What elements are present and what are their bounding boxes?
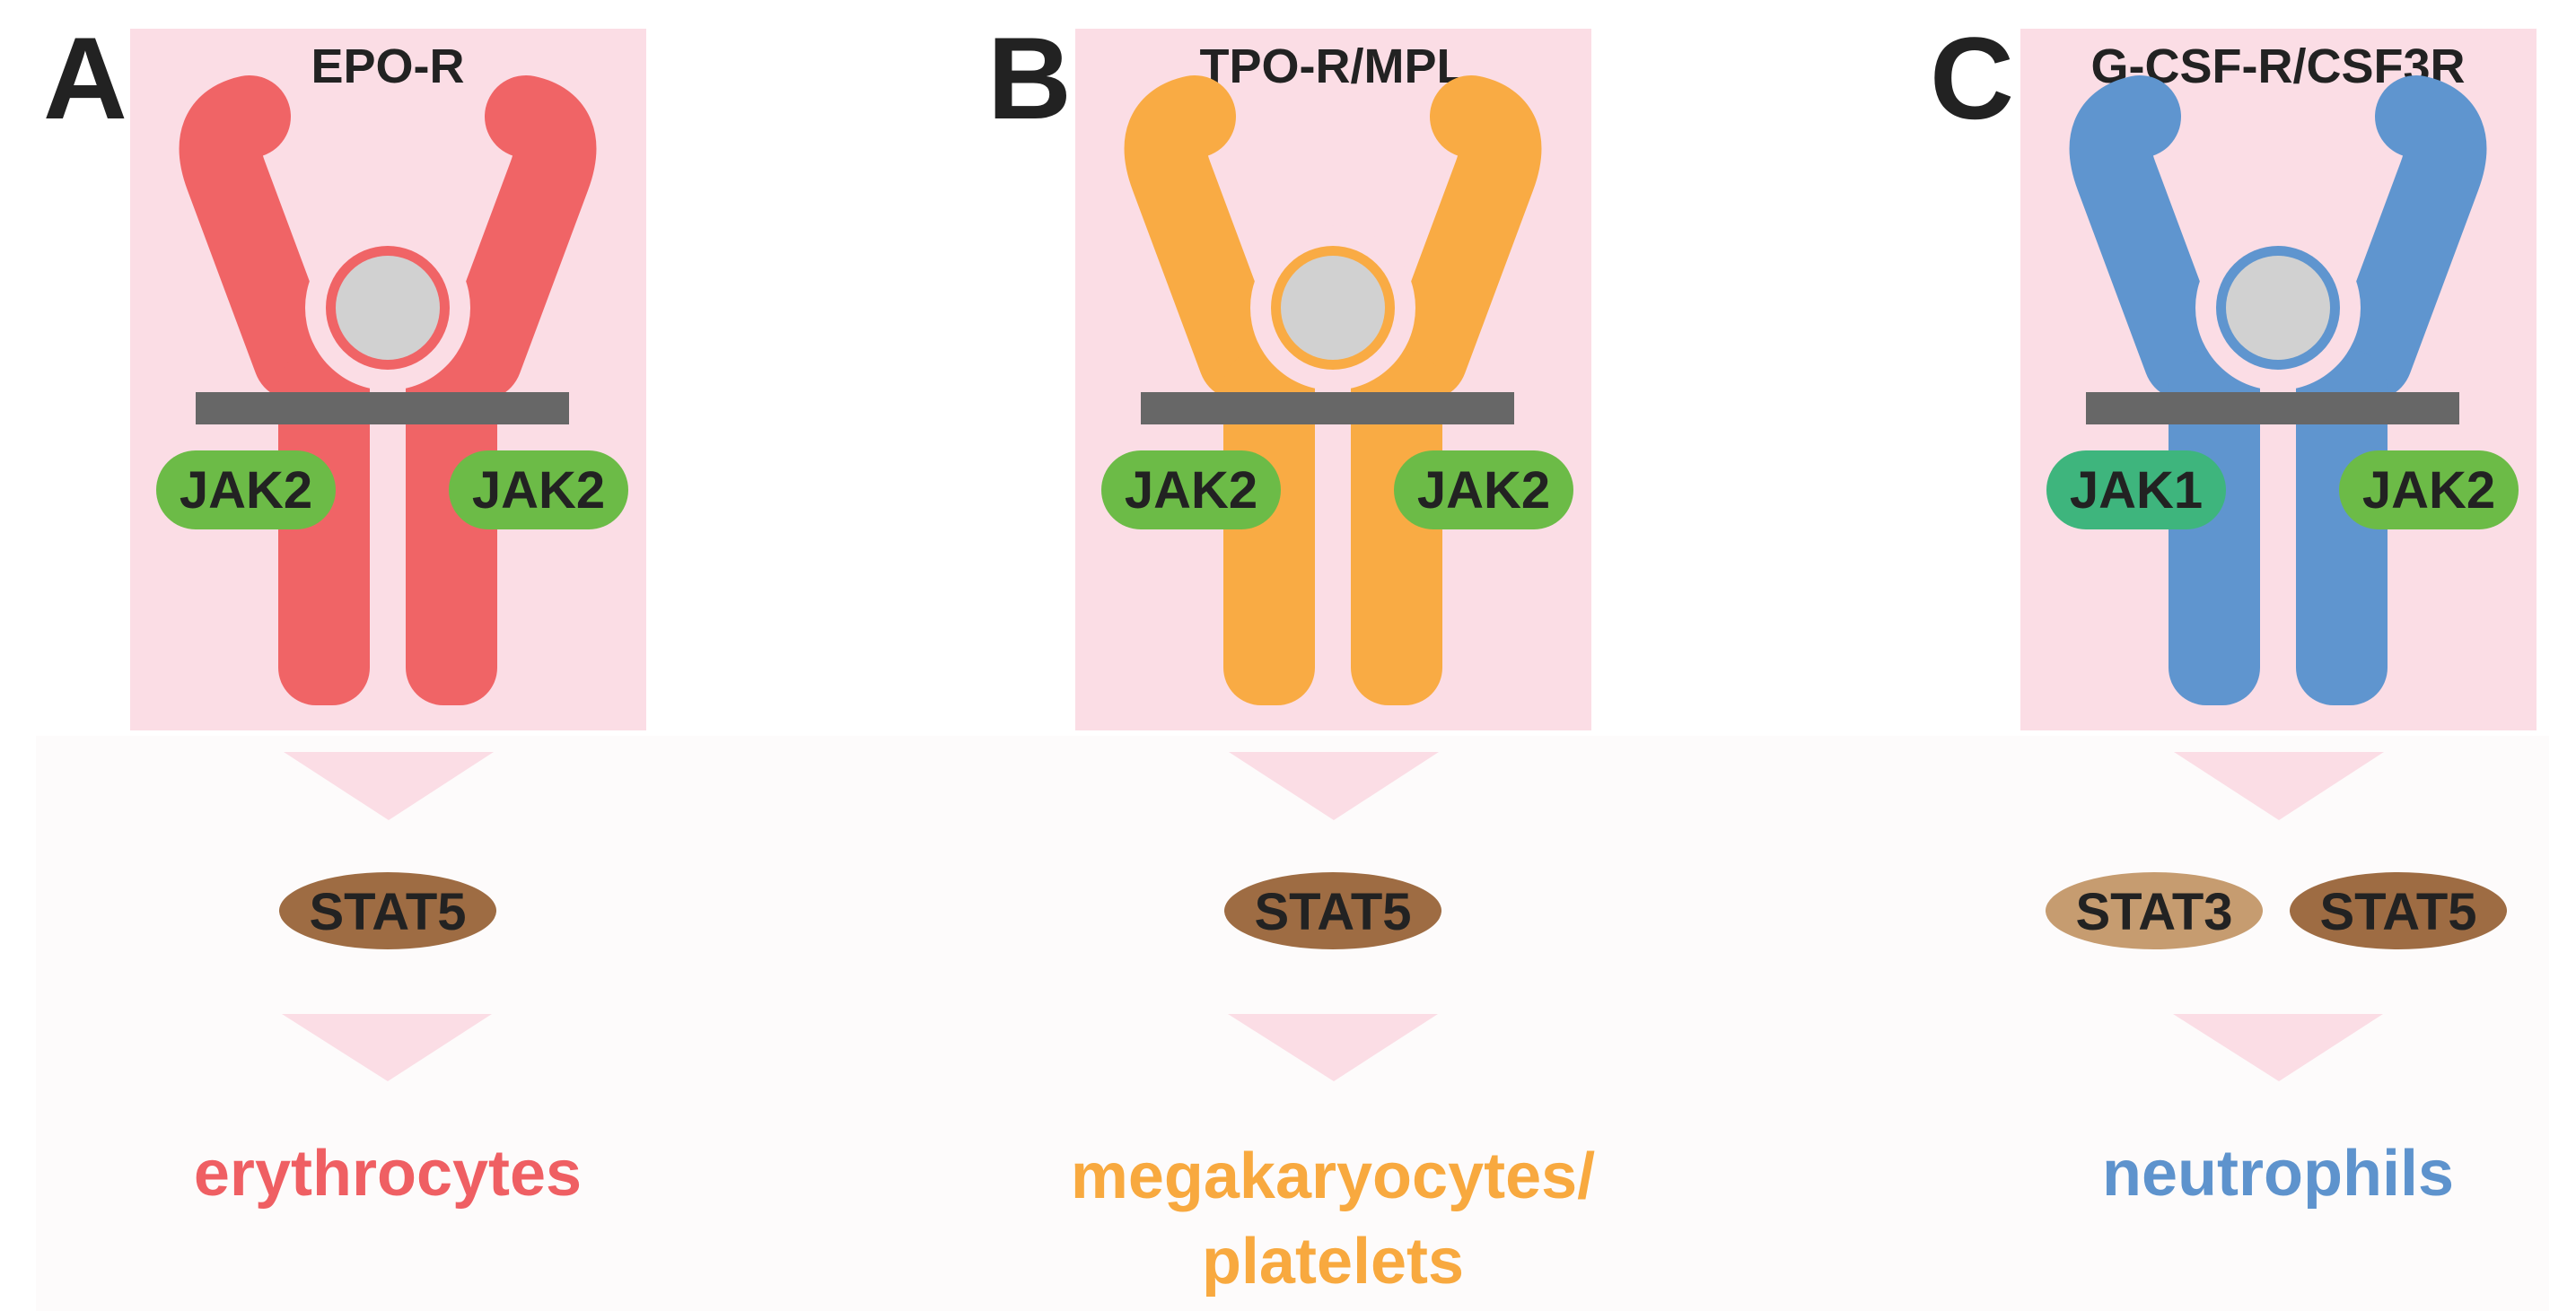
panel-a-jak-right [449,450,628,529]
panel-a-receptor-right-arm [440,75,597,400]
panel-a-stat5-label: STAT5 [309,883,466,941]
panel-c-stat3-label: STAT3 [2075,883,2232,941]
panel-c-letter: C [1930,13,2014,144]
panel-a-receptor [179,75,597,718]
panel-c-stat5 [2290,872,2507,949]
panel-a-receptor-left-chain [278,350,370,705]
panel-b-jak-right-label: JAK2 [1417,461,1550,520]
panel-a-membrane [196,392,569,424]
panel-b-membrane [1141,392,1514,424]
panel-a-arrow-2 [282,1014,492,1081]
panel-c-stat3 [2046,872,2263,949]
panel-a-outcome: erythrocytes [194,1138,582,1210]
panel-c-stat5-label: STAT5 [2319,883,2476,941]
panel-c-ligand [2226,256,2330,360]
panel-b-ligand [1281,256,1385,360]
panel-a-jak-right-label: JAK2 [472,461,605,520]
panel-a-receptor-right-chain [406,350,497,705]
panel-c-jak-right [2339,450,2519,529]
panel-c-membrane [2086,392,2459,424]
panel-c-receptor-left-chain [2169,350,2260,705]
panel-a-stat5 [279,872,496,949]
panel-b-outcome-line-1: megakaryocytes/ [1071,1141,1595,1212]
panel-b-receptor-name: TPO-R/MPL [1200,39,1467,93]
panel-b-receptor-left-chain [1223,350,1315,705]
panel-c-arrow-2 [2173,1014,2383,1081]
panel-c: C G-CSF-R/CSF3R JAK1 JAK2 STAT3 STAT5 ne… [1930,13,2537,1210]
panel-a: A EPO-R JAK2 JAK2 STAT5 erythrocytes [43,13,646,1210]
panel-c-arrow-1 [2174,752,2384,820]
panel-b-receptor-right-arm [1385,75,1542,400]
panel-c-jak-left [2046,450,2226,529]
panel-c-outcome: neutrophils [2102,1138,2454,1210]
panel-b-letter: B [987,13,1072,144]
panel-c-receptor-right-chain [2296,350,2388,705]
panel-b-arrow-2 [1228,1014,1438,1081]
panel-a-jak-left-label: JAK2 [180,461,312,520]
panel-b-receptor-left-arm [1124,75,1281,400]
panel-b-arrow-1 [1229,752,1439,820]
panel-c-receptor-left-arm [2069,75,2226,400]
panel-b-jak-right [1394,450,1573,529]
panel-a-receptor-left-arm [179,75,336,400]
panel-c-receptor [2069,75,2487,718]
panel-b-receptor-right-chain [1351,350,1442,705]
panel-b-jak-left-label: JAK2 [1125,461,1257,520]
panel-c-receptor-right-arm [2330,75,2487,400]
panel-b-outcome-line-2: platelets [1202,1226,1464,1298]
panel-a-arrow-1 [284,752,494,820]
panel-a-letter: A [43,13,127,144]
panel-b-stat5 [1224,872,1441,949]
panel-b-receptor [1124,75,1542,718]
panel-a-jak-left [156,450,336,529]
panel-c-jak-right-label: JAK2 [2362,461,2495,520]
panel-b-stat5-label: STAT5 [1254,883,1411,941]
panel-a-receptor-name: EPO-R [311,39,464,93]
panel-a-ligand [336,256,440,360]
panel-b: B TPO-R/MPL JAK2 JAK2 STAT5 megakaryocyt… [987,13,1595,1298]
panel-b-jak-left [1101,450,1281,529]
panel-c-jak-left-label: JAK1 [2070,461,2203,520]
